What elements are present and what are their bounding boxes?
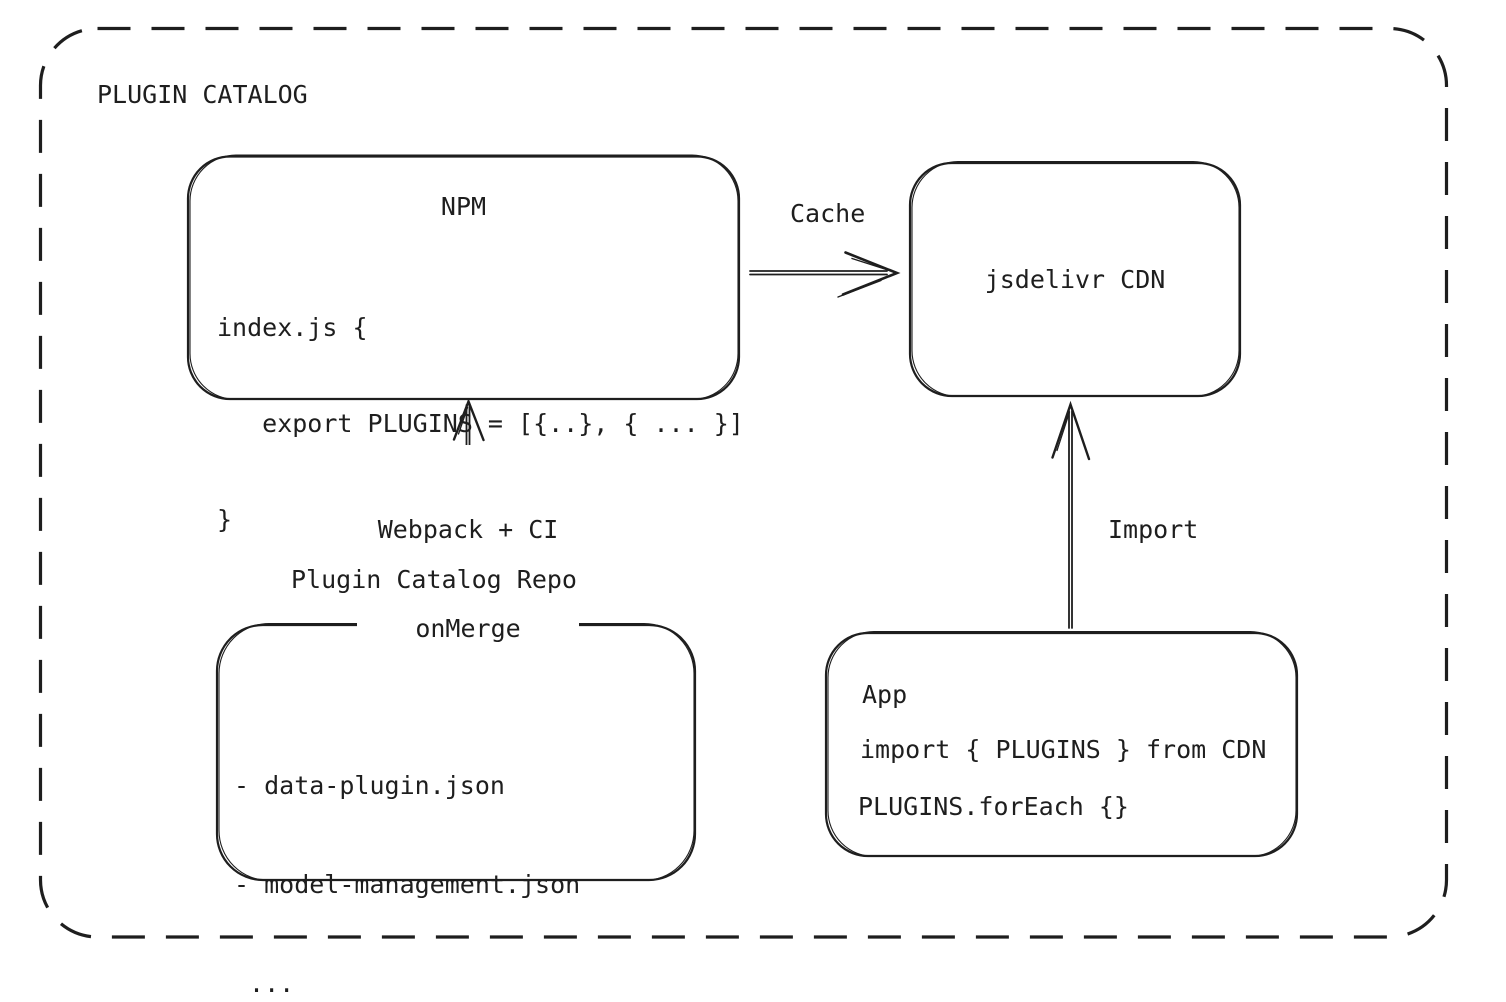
repo-node-items: - data-plugin.json - model-management.js…	[234, 703, 580, 1002]
cache-arrow	[749, 251, 901, 298]
app-code-line: import { PLUGINS } from CDN	[860, 735, 1267, 764]
npm-node-code: index.js { export PLUGINS = [{..}, { ...…	[217, 248, 744, 600]
cdn-box-shape	[908, 160, 1242, 398]
app-box-shape	[824, 630, 1299, 858]
build-edge-label: Webpack + CI onMerge	[357, 445, 579, 715]
import-edge-label: Import	[1108, 515, 1199, 544]
app-node-title: App	[862, 680, 908, 709]
cache-edge-label: Cache	[790, 199, 866, 228]
repo-node-title: Plugin Catalog Repo	[291, 565, 577, 594]
cdn-node-title: jsdelivr CDN	[910, 163, 1240, 396]
diagram-title: PLUGIN CATALOG	[97, 80, 308, 109]
npm-code-line: index.js {	[217, 313, 368, 342]
npm-node-title: NPM	[440, 192, 487, 221]
build-edge-label-line: Webpack + CI	[377, 515, 559, 544]
cdn-node-title-text: jsdelivr CDN	[984, 265, 1166, 294]
npm-code-line: export PLUGINS = [{..}, { ... }]	[217, 409, 744, 438]
build-edge-label-line: onMerge	[415, 614, 521, 643]
repo-item: - model-management.json	[234, 870, 581, 899]
repo-item: - data-plugin.json	[234, 771, 505, 800]
npm-box-shape	[186, 154, 741, 401]
repo-item: ...	[234, 969, 295, 998]
app-code-line: PLUGINS.forEach {}	[858, 792, 1129, 821]
npm-code-line: }	[217, 505, 233, 534]
import-arrow	[1051, 400, 1091, 629]
